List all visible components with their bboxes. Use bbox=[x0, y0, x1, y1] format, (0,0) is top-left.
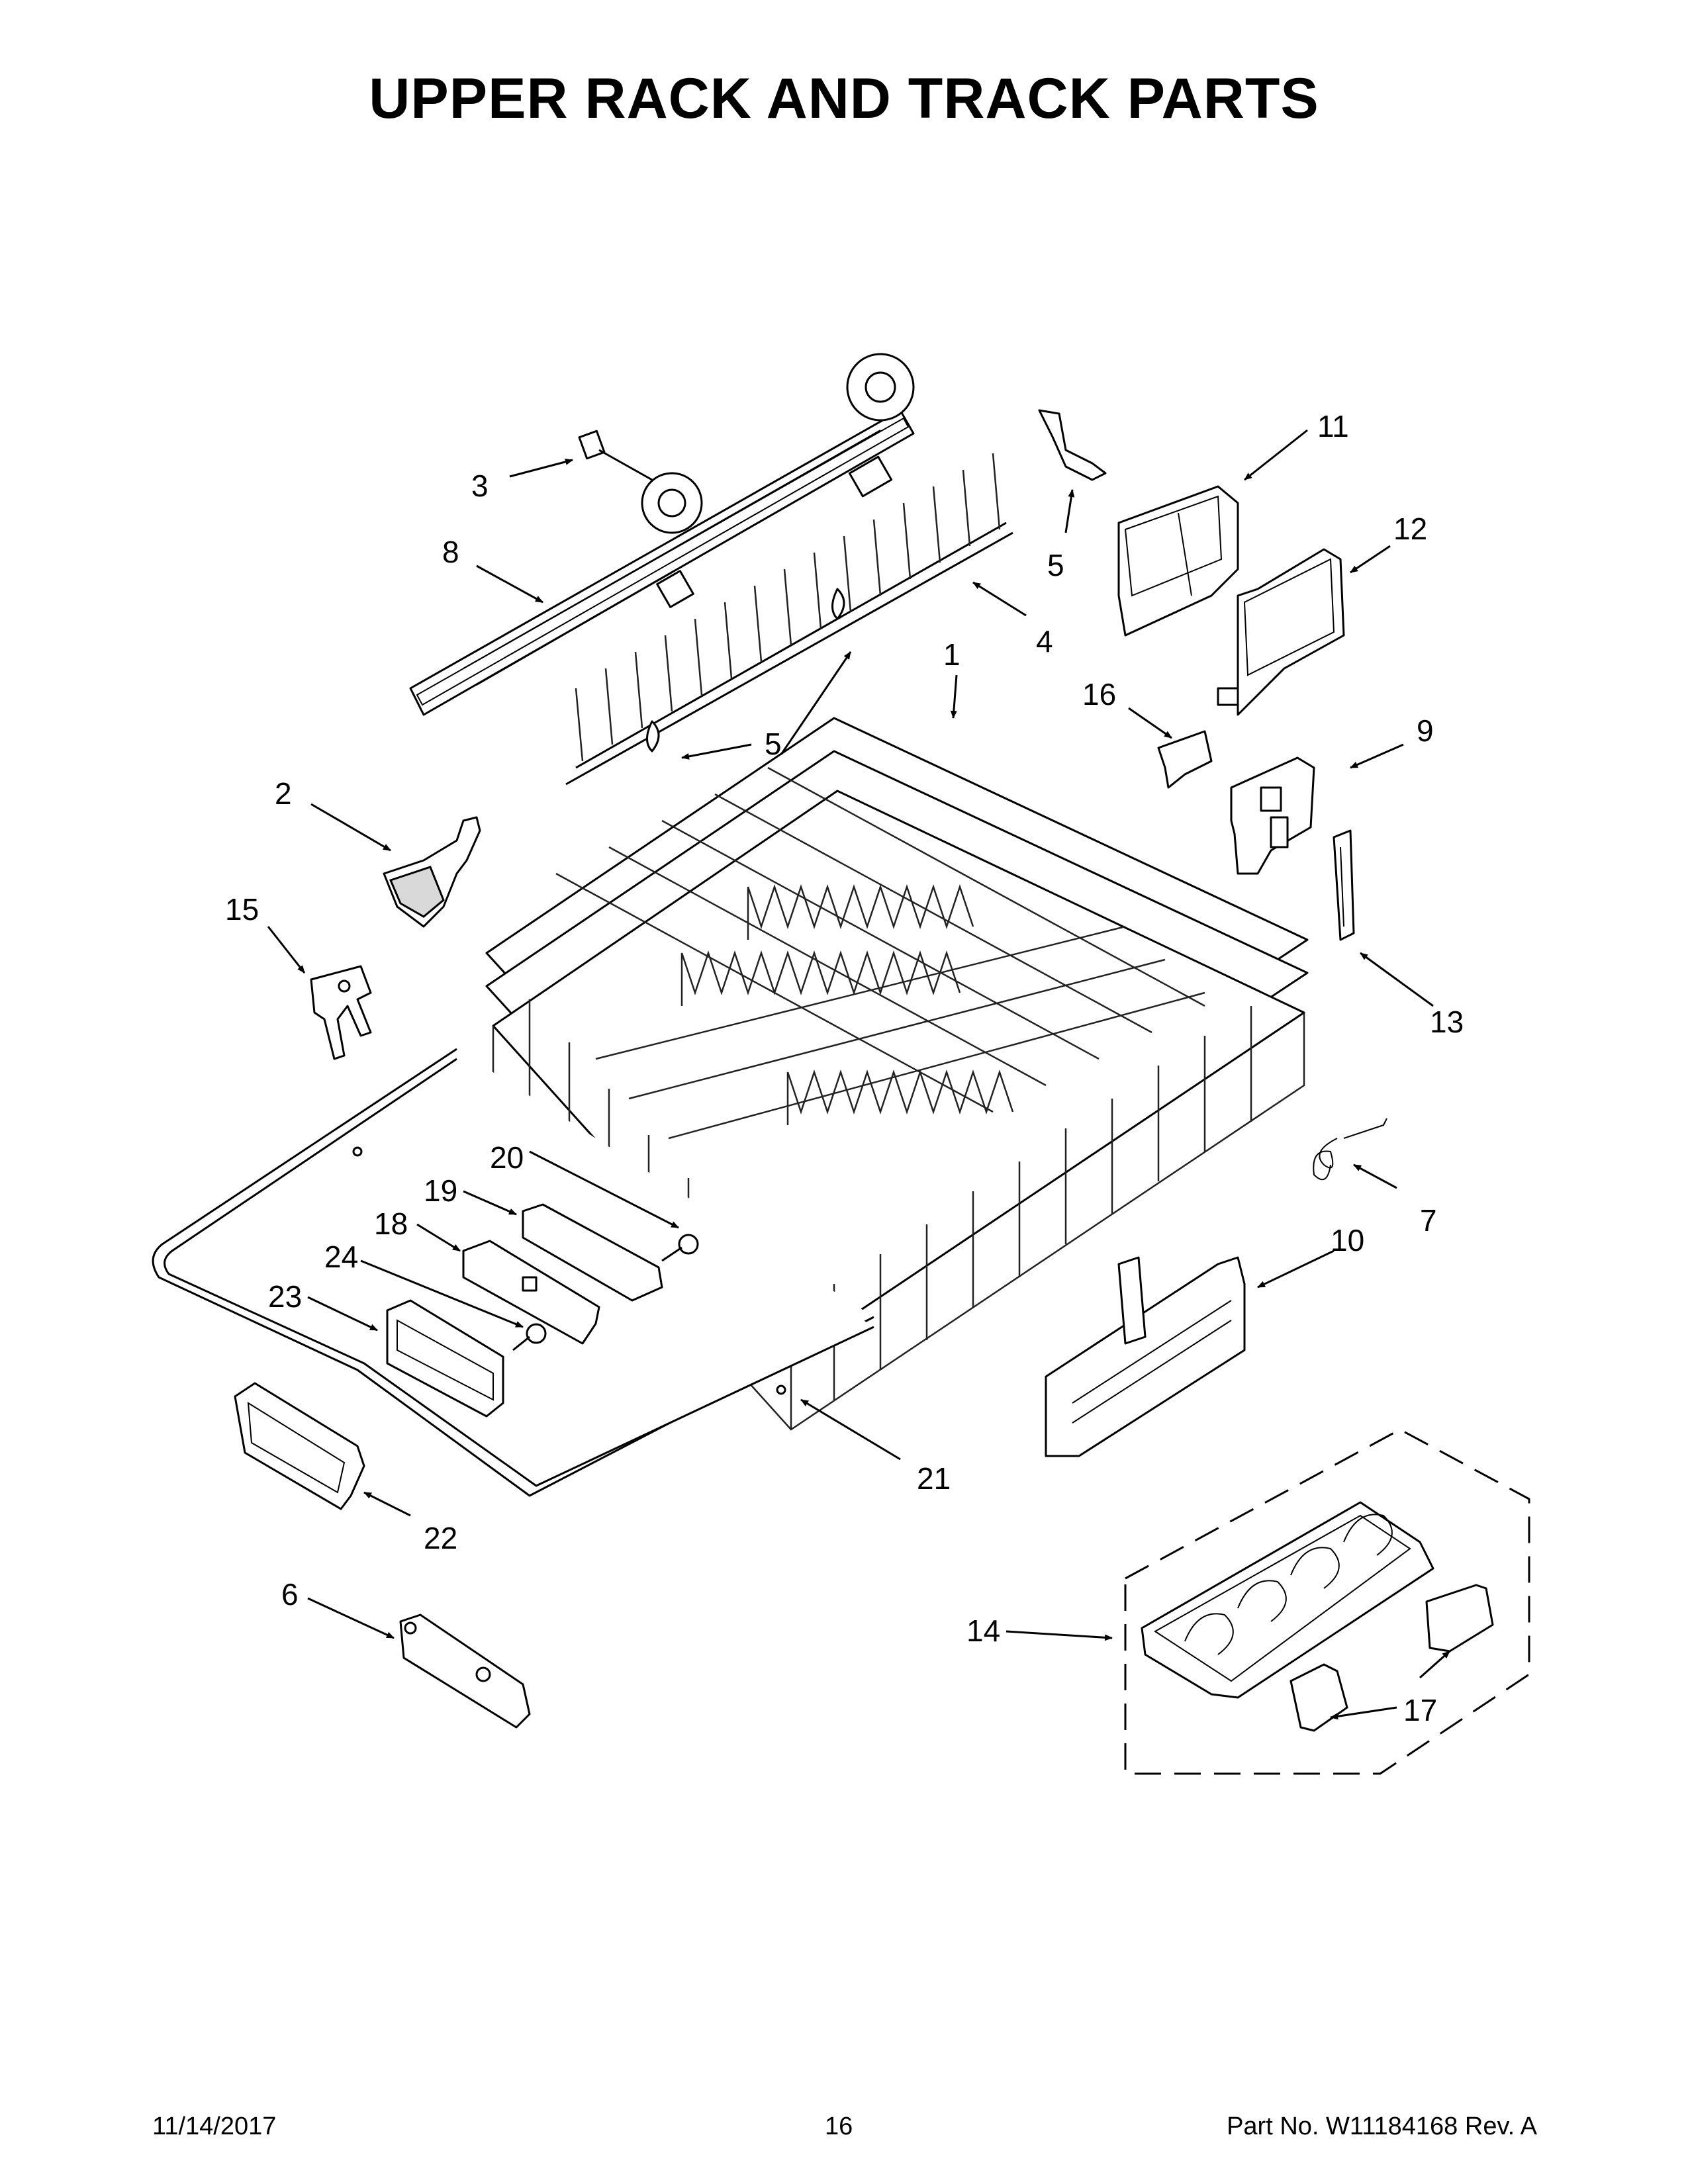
callout-3: 3 bbox=[471, 469, 489, 503]
callout-22: 22 bbox=[424, 1521, 457, 1555]
callout-24: 24 bbox=[324, 1240, 358, 1274]
callout-18: 18 bbox=[374, 1206, 408, 1241]
callout-2: 2 bbox=[275, 776, 292, 811]
callout-17: 17 bbox=[1403, 1693, 1437, 1727]
leader-lines bbox=[267, 429, 1450, 1720]
screw-part-3 bbox=[578, 430, 653, 481]
footer-date: 11/14/2017 bbox=[152, 2113, 277, 2140]
callout-10: 10 bbox=[1331, 1223, 1364, 1257]
tine-row-part bbox=[565, 453, 1013, 786]
cover-part-18 bbox=[462, 1240, 600, 1345]
callout-12: 12 bbox=[1393, 512, 1427, 546]
track-rail-part bbox=[409, 353, 915, 716]
handle-part-22 bbox=[234, 1382, 365, 1510]
spring-part-7 bbox=[1313, 1118, 1387, 1181]
rack-basket-part-1 bbox=[485, 717, 1309, 1431]
cutlery-basket-group bbox=[1124, 1428, 1530, 1775]
clip-part-5 bbox=[1038, 409, 1107, 481]
callout-14: 14 bbox=[966, 1614, 1000, 1648]
callout-1: 1 bbox=[943, 637, 961, 672]
bracket-part-16 bbox=[1157, 730, 1213, 789]
track-bracket-part-10 bbox=[1045, 1256, 1246, 1457]
callout-15: 15 bbox=[225, 892, 259, 927]
callout-4: 4 bbox=[1036, 624, 1053, 659]
callout-19: 19 bbox=[424, 1173, 457, 1208]
footer-part-number: Part No. W11184168 Rev. A bbox=[1227, 2113, 1537, 2140]
screw-part-24 bbox=[512, 1323, 547, 1351]
handle-frame-part-23 bbox=[386, 1299, 504, 1418]
callout-13: 13 bbox=[1430, 1005, 1464, 1039]
bracket-part-9 bbox=[1230, 756, 1315, 875]
callout-5-upper: 5 bbox=[1047, 548, 1064, 582]
callout-16: 16 bbox=[1082, 677, 1116, 711]
callout-20: 20 bbox=[490, 1140, 524, 1175]
callout-6: 6 bbox=[281, 1577, 299, 1612]
callout-23: 23 bbox=[268, 1279, 302, 1314]
callout-21: 21 bbox=[917, 1461, 951, 1496]
callout-7: 7 bbox=[1420, 1203, 1437, 1238]
callout-9: 9 bbox=[1417, 713, 1434, 748]
clip-part-13 bbox=[1333, 829, 1355, 941]
callout-5-lower: 5 bbox=[765, 727, 782, 761]
panel-part-12 bbox=[1217, 548, 1345, 716]
callout-11: 11 bbox=[1317, 409, 1349, 443]
page-title: UPPER RACK AND TRACK PARTS bbox=[369, 67, 1319, 130]
screw-part-20 bbox=[661, 1234, 699, 1262]
housing-part-11 bbox=[1117, 485, 1239, 637]
footer-page-number: 16 bbox=[825, 2113, 853, 2140]
plate-part-19 bbox=[522, 1203, 663, 1302]
bracket-part-6 bbox=[399, 1614, 531, 1729]
handle-part-2 bbox=[383, 816, 481, 928]
callout-8: 8 bbox=[442, 535, 459, 569]
callout-labels: 3 8 4 5 1 5 11 12 16 9 2 15 13 7 10 20 1… bbox=[225, 409, 1464, 1727]
latch-part-15 bbox=[310, 965, 372, 1060]
